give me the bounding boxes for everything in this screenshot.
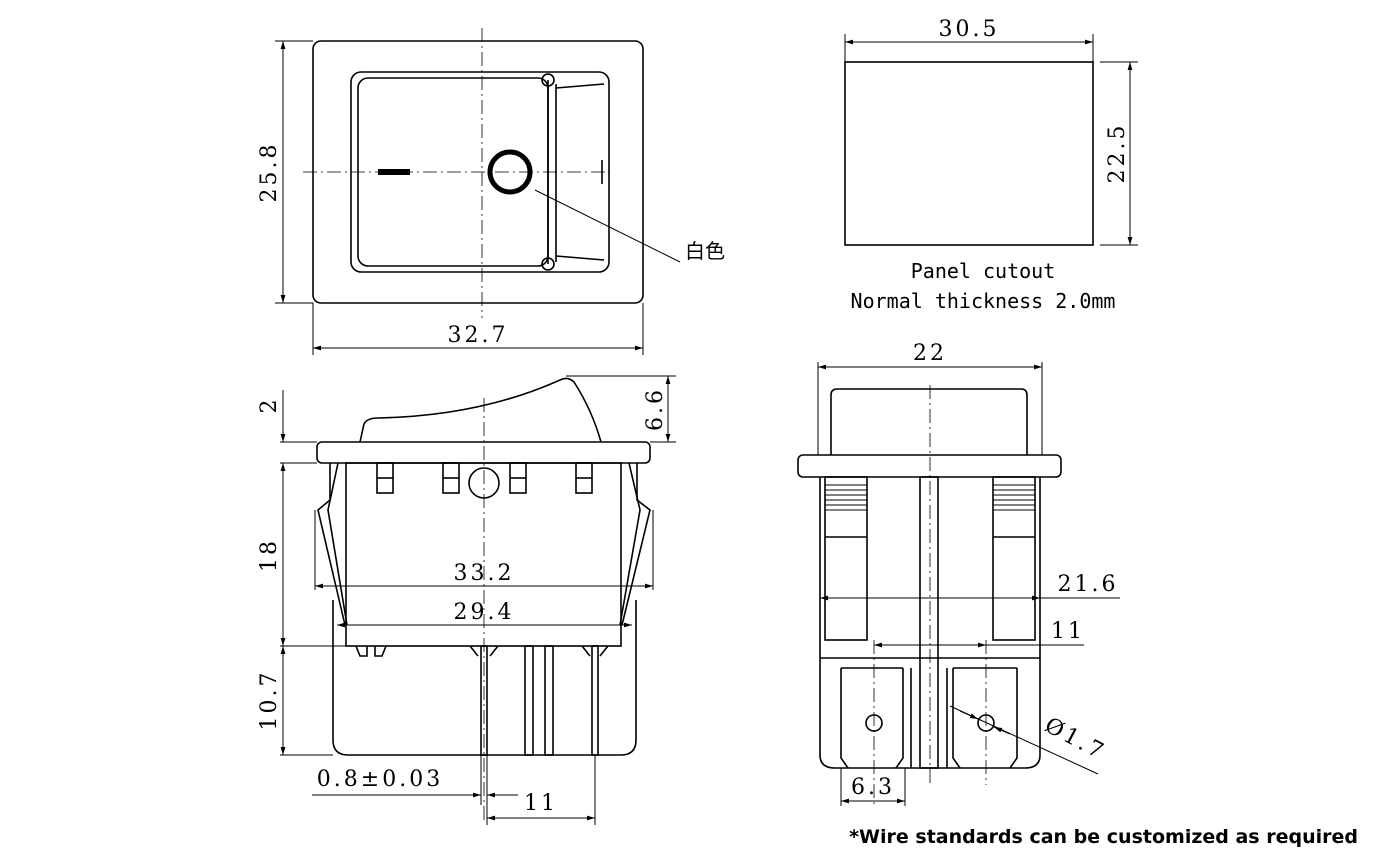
off-mark-icon	[487, 149, 533, 195]
front-view: 白色 25.8 32.7	[257, 28, 725, 355]
body-width-dim: 29.4	[454, 600, 515, 625]
clip-width-dim: 33.2	[454, 561, 515, 586]
pin-thickness-dim: 0.8±0.03	[317, 767, 443, 792]
ribbing	[825, 484, 1035, 538]
terminal-width-dim: 6.3	[851, 775, 895, 800]
panel-cutout-view: 30.5 22.5 Panel cutout Normal thickness …	[844, 17, 1138, 313]
cutout-width-dim: 30.5	[939, 17, 1000, 42]
width-dim: 32.7	[448, 323, 509, 348]
on-mark-icon	[378, 169, 410, 175]
terminal-length-dim: 10.7	[257, 670, 282, 731]
rocker-height-dim: 6.6	[643, 387, 668, 431]
flange-dim: 2	[257, 397, 282, 414]
body-width-dim-end: 21.6	[1058, 572, 1119, 597]
thickness-caption: Normal thickness 2.0mm	[851, 289, 1116, 313]
end-view: 22 21.6 11 6.3 Ø1.7	[797, 341, 1120, 808]
body-height-dim: 18	[257, 538, 282, 572]
height-dim: 25.8	[257, 142, 282, 203]
color-label: 白色	[685, 239, 725, 263]
cutout-height-dim: 22.5	[1105, 123, 1130, 184]
end-width-dim: 22	[913, 341, 947, 366]
terminal-pitch-dim: 11	[1051, 619, 1085, 644]
footer-note: *Wire standards can be customized as req…	[849, 826, 1358, 848]
side-view: 2 18 10.7 6.6 33.2 29.4 0.8±0.03 11	[257, 375, 676, 825]
cutout-caption: Panel cutout	[911, 259, 1056, 283]
hole-diameter-dim: Ø1.7	[1040, 713, 1109, 766]
pin-pitch-dim: 11	[524, 791, 558, 816]
